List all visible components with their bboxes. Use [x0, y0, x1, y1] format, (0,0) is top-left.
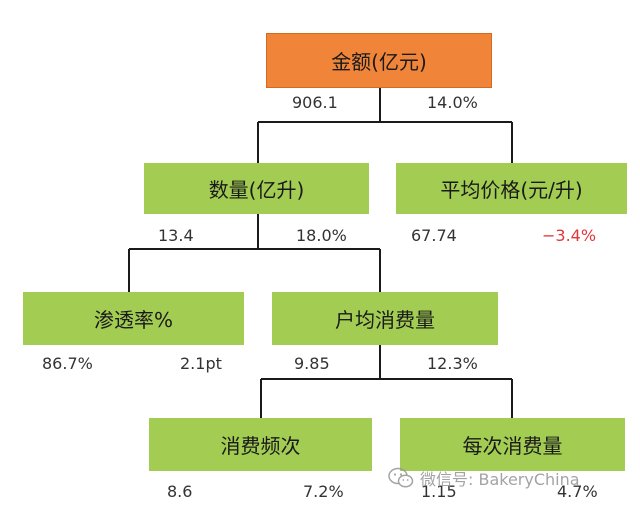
root-growth: 14.0%: [427, 93, 478, 112]
wechat-icon: [388, 467, 414, 488]
root-value: 906.1: [292, 93, 338, 112]
frequency-growth: 7.2%: [303, 482, 344, 501]
avg-price-box: 平均价格(元/升): [396, 163, 627, 214]
per-purchase-growth: 4.7%: [557, 482, 598, 501]
penetration-box: 渗透率%: [23, 292, 244, 345]
per-household-label: 户均消费量: [335, 308, 435, 332]
penetration-value: 86.7%: [42, 354, 93, 373]
frequency-label: 消费频次: [220, 434, 301, 458]
quantity-growth: 18.0%: [296, 226, 347, 245]
watermark: 微信号: BakeryChina: [388, 466, 580, 490]
quantity-value: 13.4: [158, 226, 194, 245]
quantity-label: 数量(亿升): [208, 178, 305, 202]
per-household-value: 9.85: [294, 354, 330, 373]
root-label: 金额(亿元): [331, 50, 427, 74]
per-purchase-value: 1.15: [421, 482, 457, 501]
per-purchase-label: 每次消费量: [462, 434, 563, 458]
avg-price-value: 67.74: [411, 226, 457, 245]
root-box: 金额(亿元): [266, 33, 492, 88]
per-purchase-box: 每次消费量: [400, 418, 625, 471]
per-household-box: 户均消费量: [272, 292, 498, 345]
penetration-growth: 2.1pt: [180, 354, 222, 373]
frequency-box: 消费频次: [149, 418, 372, 471]
frequency-value: 8.6: [167, 482, 193, 501]
avg-price-label: 平均价格(元/升): [440, 178, 583, 202]
watermark-text: 微信号: BakeryChina: [420, 470, 580, 489]
quantity-box: 数量(亿升): [144, 163, 369, 214]
avg-price-growth: −3.4%: [542, 226, 597, 245]
per-household-growth: 12.3%: [427, 354, 478, 373]
penetration-label: 渗透率%: [93, 308, 173, 332]
